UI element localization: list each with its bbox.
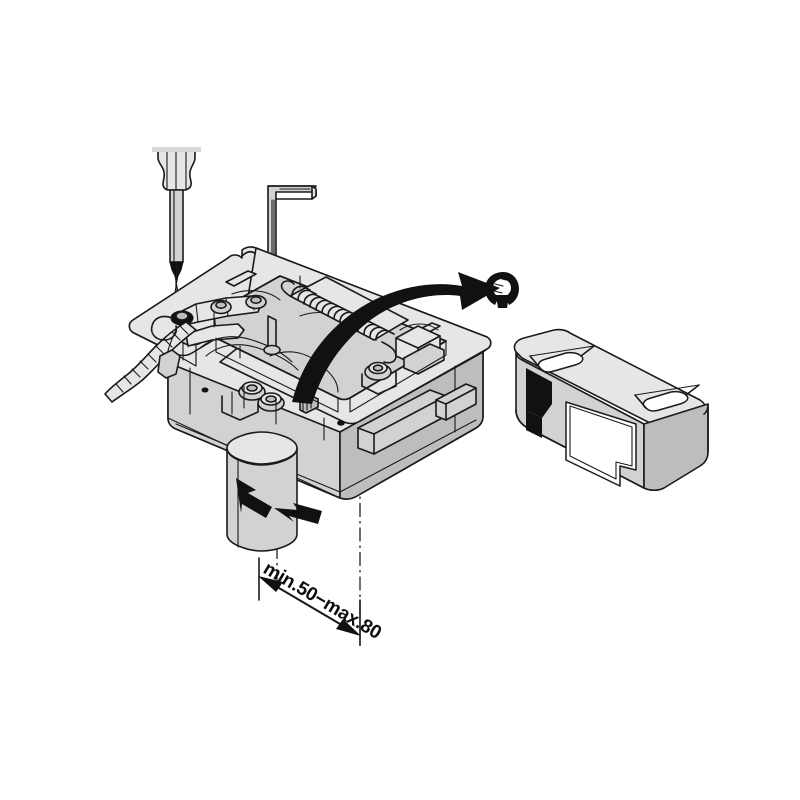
internal-right-bracket: [395, 323, 445, 375]
flexible-cable: [104, 315, 197, 403]
pin-cylinder-body: [226, 447, 298, 552]
cover-slot-hole-right: [634, 384, 700, 412]
cover-slot-hole-left: [529, 345, 595, 373]
spring-hook-left: [280, 280, 295, 297]
pivot-joint-right-inner: [250, 295, 262, 304]
mechanism-post-base: [263, 344, 281, 356]
screwdriver-handle-cap: [152, 147, 201, 152]
cover-bottom-left-edge: [515, 409, 645, 489]
housing-notch-left: [225, 270, 257, 287]
cover-slot-left-edge: [529, 345, 595, 357]
screwdriver-handle-ridges: [166, 151, 187, 191]
screw-boss-2-socket: [265, 395, 277, 403]
dimension-annotation: min.50−max.80: [258, 557, 385, 646]
screwdriver-shaft: [169, 189, 184, 263]
pivot-joint-mid-inner: [215, 300, 227, 309]
dimension-arrowhead-right: [336, 619, 361, 636]
cover-right-edge: [703, 403, 709, 453]
spring-anchor-bracket: [361, 371, 397, 395]
c-clip-tangs: [496, 295, 509, 308]
cylindrical-mounting-pin: [226, 431, 298, 552]
mechanism-guide-track-3: [231, 290, 281, 301]
pin-adjust-arrow-left: [236, 478, 272, 518]
right-bracket-curve: [399, 323, 439, 331]
cover-slot-left-channel: [529, 345, 595, 370]
c-clip-hatch: [493, 277, 507, 294]
housing-hole-front: [337, 420, 345, 426]
screw-boss-1-socket: [246, 384, 258, 392]
cover-window-inner-edge: [569, 405, 633, 480]
cover-removal-arrow: [292, 272, 500, 404]
dimension-arrowhead-left: [258, 576, 283, 592]
pin-top-collar: [226, 431, 298, 465]
pin-adjust-arrow-right-shape: [274, 503, 322, 524]
cable-grommet: [157, 349, 181, 379]
cover-black-wedge-marker: [526, 368, 552, 418]
phillips-screwdriver: [152, 147, 201, 323]
pivot-joint-left-inner: [175, 311, 189, 321]
hex-key-end-face: [311, 185, 317, 200]
housing-front-boss-edges: [357, 395, 447, 455]
screw-bracket: [221, 395, 259, 421]
right-bracket-lower: [403, 343, 445, 375]
pin-adjust-arrow-right: [274, 503, 322, 524]
c-clip-shape: [485, 272, 519, 305]
cover-removal-arrow-shape: [292, 272, 500, 404]
pin-adjust-arrow-left-shape: [236, 478, 272, 518]
c-clip-retainer: [485, 272, 519, 308]
cover-slot-right-edge: [634, 384, 700, 396]
cover-black-wedge-tail: [526, 410, 542, 438]
housing-floor-screw-bosses: [221, 381, 285, 421]
screw-bracket-ribs: [231, 385, 245, 415]
dimension-label: min.50−max.80: [259, 558, 384, 644]
cover-slot-right-channel: [634, 384, 700, 409]
mechanism-guide-track-1: [199, 336, 293, 363]
detachable-cover-cap: [513, 328, 709, 492]
linkage-secondary-arm: [185, 323, 245, 347]
mechanism-guide-track-2: [205, 344, 299, 371]
spring-anchor-socket: [372, 364, 384, 372]
housing-hole-left: [201, 387, 209, 393]
housing-right-tab-edges: [435, 387, 477, 421]
